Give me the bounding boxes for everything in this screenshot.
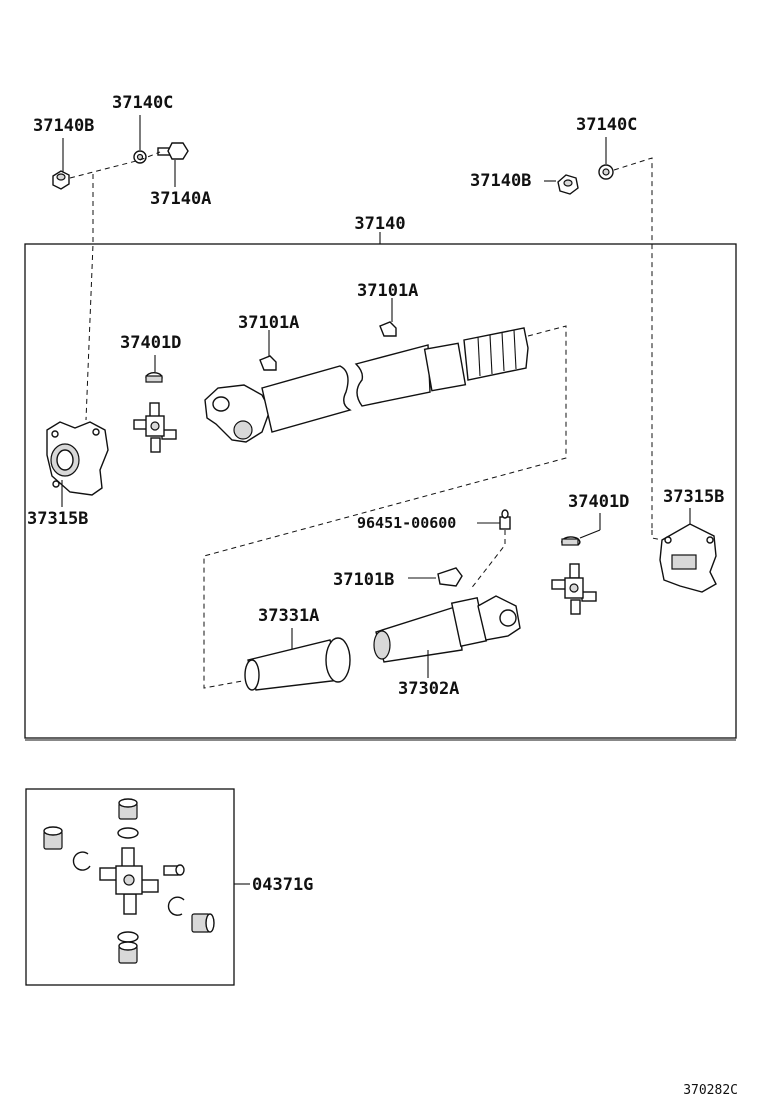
kit-frame [25,788,235,986]
flange-yoke-37315B-right [659,523,717,593]
assembly-frame [24,243,737,739]
dash-left-hardware [69,151,161,179]
label-37101B: 37101B [333,570,394,590]
propeller-shaft-tube [204,327,529,443]
kit-snap-ring-right [167,896,185,916]
label-37140C-right: 37140C [576,115,637,135]
label-37401D-right: 37401D [568,492,629,512]
balance-weight-37101B [437,567,463,587]
dash-right-hardware [613,157,653,530]
flange-yoke-37315B-left [46,421,109,496]
diagram-id: 370282C [683,1083,738,1098]
kit-spider [99,847,159,915]
label-37140A: 37140A [150,189,211,209]
kit-bearing-cup-top [118,798,138,820]
label-37101A-left: 37101A [238,313,299,333]
nut-37140B-left [52,170,70,190]
dash-nipple-to-yoke [469,530,506,591]
dash-right-flange [651,530,663,541]
label-37315B-right: 37315B [663,487,724,507]
kit-bearing-cup-left [43,826,63,850]
balance-weight-37101A-left [259,355,277,371]
label-37140: 37140 [354,214,405,234]
label-37401D-left: 37401D [120,333,181,353]
kit-snap-ring-top [117,827,139,839]
label-37140C-left: 37140C [112,93,173,113]
kit-bearing-cup-right [191,913,215,933]
snap-ring-37401D-right [561,536,581,546]
snap-ring-37401D-left [145,372,163,383]
dash-shaft-to-sleeve [203,325,567,689]
kit-snap-ring-bottom [117,931,139,943]
label-37302A: 37302A [398,679,459,699]
spider-joint-right [551,563,597,615]
dust-sleeve-37331A [244,637,351,691]
label-04371G: 04371G [252,875,313,895]
kit-snap-ring-left [72,851,91,871]
label-96451-00600: 96451-00600 [357,514,456,532]
label-37315B-left: 37315B [27,509,88,529]
washer-37140C-right [598,164,614,180]
bolt-37140A [157,142,189,160]
kit-bearing-cup-bottom [118,941,138,964]
balance-weight-37101A-right [379,321,397,337]
nut-37140B-right [557,174,579,195]
sleeve-yoke-37302A [373,595,521,663]
spider-joint-left [133,402,177,453]
label-37140B-left: 37140B [33,116,94,136]
label-37101A-right: 37101A [357,281,418,301]
label-37140B-right: 37140B [470,171,531,191]
label-37331A: 37331A [258,606,319,626]
kit-grease-fitting [163,864,185,876]
leader-37401D-right-h [579,529,601,539]
grease-nipple-96451-00600 [499,509,511,530]
dash-left-drop [85,174,94,421]
